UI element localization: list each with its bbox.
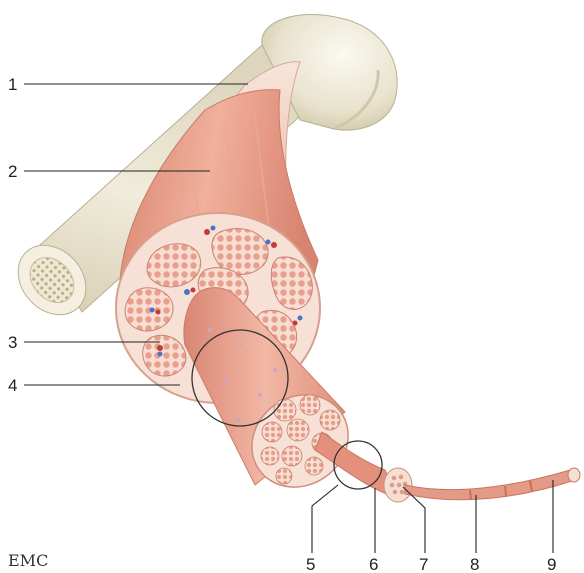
myofibril <box>405 468 580 500</box>
label-8: 8 <box>470 555 479 573</box>
label-7: 7 <box>419 555 428 573</box>
label-4: 4 <box>8 376 17 395</box>
label-6: 6 <box>369 555 378 573</box>
publisher-logo: EMC <box>8 551 48 570</box>
label-2: 2 <box>8 162 17 181</box>
label-3: 3 <box>8 333 17 352</box>
label-5: 5 <box>306 555 315 573</box>
label-9: 9 <box>547 555 556 573</box>
label-1: 1 <box>8 75 17 94</box>
